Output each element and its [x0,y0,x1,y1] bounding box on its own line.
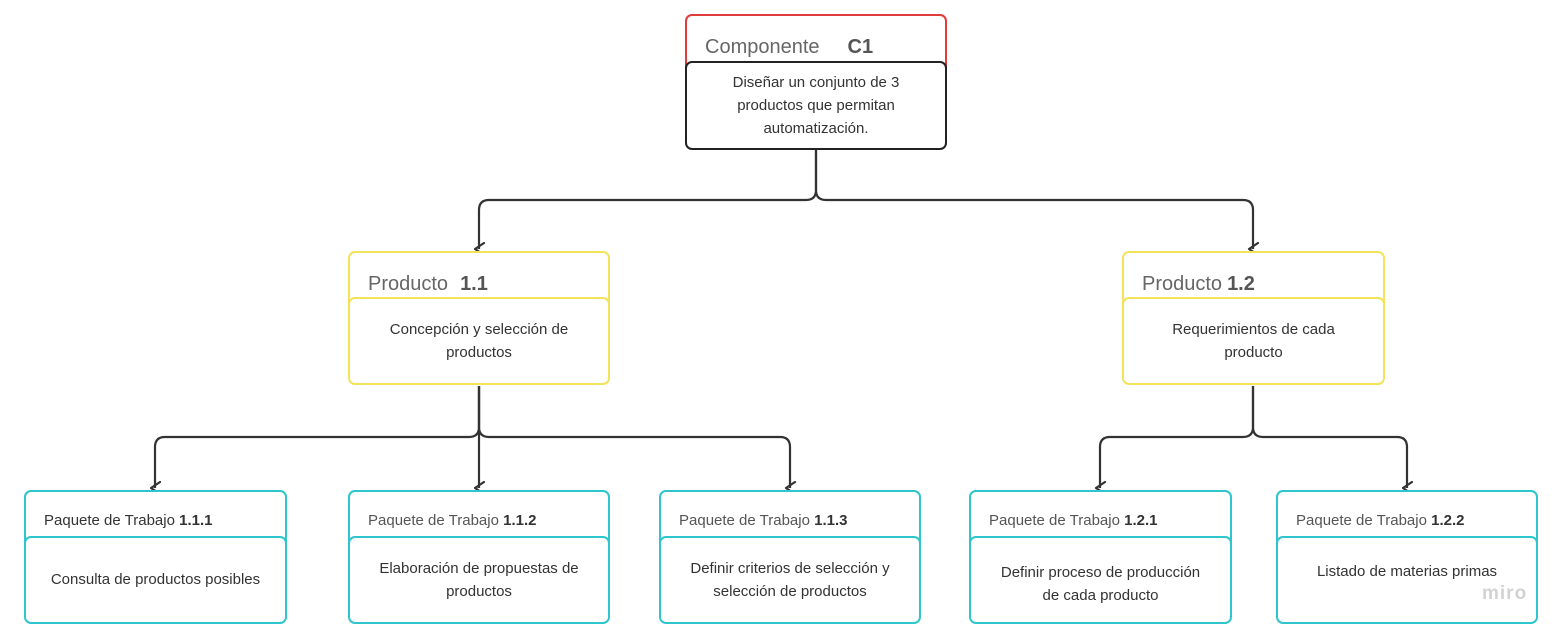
work-package-label: Paquete de Trabajo [679,512,810,529]
connector-1-1-to-1-1-1 [155,386,481,488]
work-package-card-1-2-1[interactable]: Paquete de Trabajo 1.2.1 Definir proceso… [969,490,1232,625]
connector-c1-to-1-2 [814,150,1253,249]
product-description: Requerimientos de cada producto [1172,320,1335,361]
component-label: Componente [705,36,820,58]
work-package-description-box: Listado de materias primas [1276,536,1538,624]
component-description-box: Diseñar un conjunto de 3 productos que p… [685,61,947,150]
connector-1-1-to-1-1-3 [477,386,790,488]
work-package-code: 1.1.1 [179,512,213,529]
product-description-box: Concepción y selección de productos [348,297,610,385]
work-package-label: Paquete de Trabajo [368,512,499,529]
work-package-header: Paquete de Trabajo 1.1.1 [24,490,287,545]
work-package-code: 1.2.2 [1431,512,1465,529]
work-package-card-1-1-3[interactable]: Paquete de Trabajo 1.1.3 Definir criteri… [659,490,921,625]
connector-1-2-to-1-2-2 [1251,386,1407,488]
component-description: Diseñar un conjunto de 3 productos que p… [732,73,900,138]
work-package-label: Paquete de Trabajo [1296,512,1427,529]
work-package-description-box: Definir criterios de selección y selecci… [659,536,921,624]
connector-1-2-to-1-2-1 [1100,386,1255,488]
product-label: Producto [368,273,449,295]
product-card-1-1[interactable]: Producto 1.1 Concepción y selección de pr… [348,251,610,386]
work-package-card-1-1-1[interactable]: Paquete de Trabajo 1.1.1 Consulta de pro… [24,490,287,625]
miro-watermark: miro [1482,583,1528,604]
work-package-code: 1.1.2 [503,512,537,529]
work-package-description: Listado de materias primas [1316,563,1498,580]
work-package-header: Paquete de Trabajo 1.1.3 [659,490,921,545]
work-package-description: Consulta de productos posibles [50,571,261,589]
work-package-code: 1.1.3 [814,512,848,529]
connector-c1-to-1-1 [479,150,818,249]
work-package-description: Definir criterios de selección y selecci… [690,559,890,600]
work-package-description-box: Elaboración de propuestas de productos [348,536,610,624]
work-package-card-1-2-2[interactable]: Paquete de Trabajo 1.2.2 Listado de mate… [1276,490,1538,625]
work-package-header: Paquete de Trabajo 1.2.2 [1276,490,1538,545]
work-package-label: Paquete de Trabajo [989,512,1120,529]
work-package-label: Paquete de Trabajo [44,512,175,529]
work-package-description: Elaboración de propuestas de productos [379,559,579,600]
component-code: C1 [847,36,874,58]
work-package-description-box: Consulta de productos posibles [24,536,287,624]
product-code: 1.2 [1227,273,1255,295]
work-package-code: 1.2.1 [1124,512,1158,529]
work-package-header: Paquete de Trabajo 1.1.2 [348,490,610,545]
product-description-box: Requerimientos de cada producto [1122,297,1385,385]
component-card-c1[interactable]: Componente C1 Diseñar un conjunto de 3 pr… [685,14,947,150]
product-description: Concepción y selección de productos [389,320,569,361]
work-package-description: Definir proceso de producción de cada pr… [1000,563,1201,604]
product-label: Producto [1142,273,1223,295]
work-package-header: Paquete de Trabajo 1.2.1 [969,490,1232,545]
work-package-description-box: Definir proceso de producción de cada pr… [969,536,1232,624]
product-code: 1.1 [460,273,488,295]
work-package-card-1-1-2[interactable]: Paquete de Trabajo 1.1.2 Elaboración de … [348,490,610,625]
